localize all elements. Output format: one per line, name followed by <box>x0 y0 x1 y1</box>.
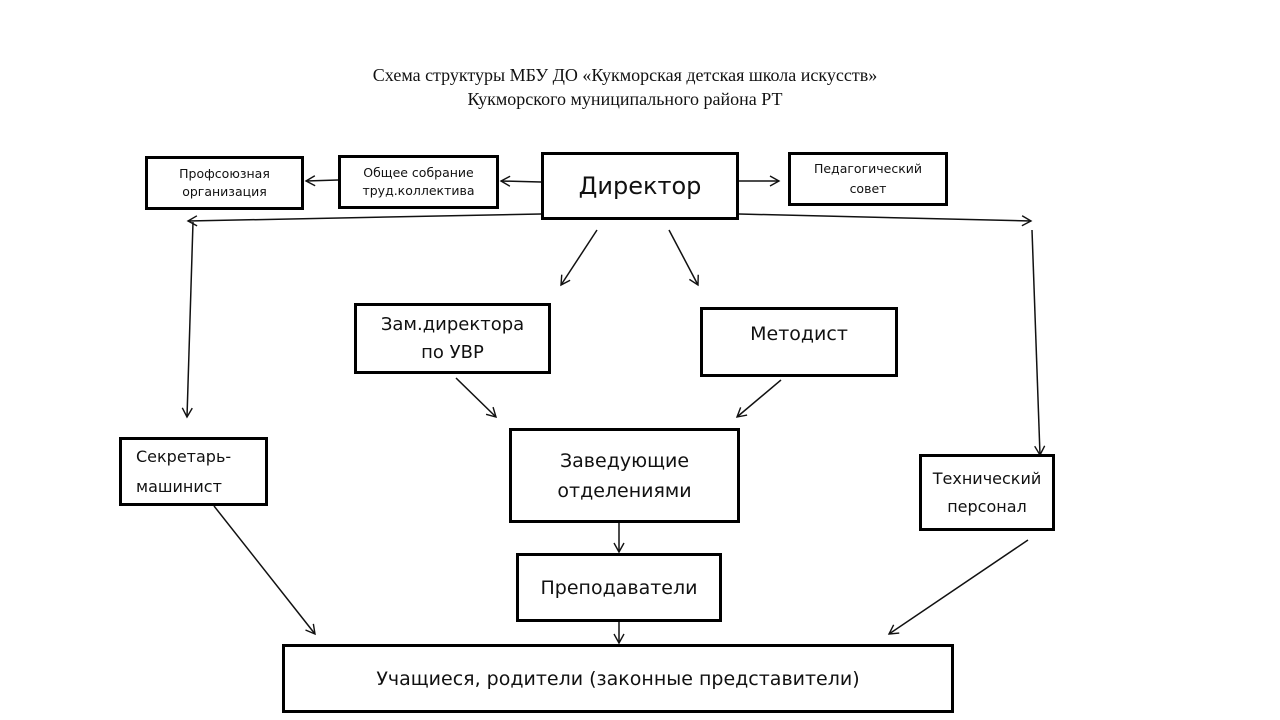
arrow-methodist-to-department-heads <box>735 379 782 418</box>
node-technical-staff-label: Технический персонал <box>932 468 1042 516</box>
arrow-director-to-deputy <box>560 229 598 287</box>
node-technical-staff: Технический персонал <box>919 454 1055 531</box>
diagram-title-line-1: Схема структуры МБУ ДО «Кукморская детск… <box>372 65 878 85</box>
node-students-parents: Учащиеся, родители (законные представите… <box>282 644 954 713</box>
arrow-director-to-methodist <box>668 229 699 287</box>
node-methodist-label: Методист <box>750 323 848 345</box>
node-pedagogical-council-label: Педагогический совет <box>813 161 923 196</box>
node-trade-union: Профсоюзная организация <box>145 156 304 210</box>
arrow-left-branch-to-secretary <box>181 221 194 419</box>
node-general-meeting-label: Общее собрание труд.коллектива <box>362 165 475 198</box>
node-teachers-label: Преподаватели <box>540 576 698 599</box>
node-teachers: Преподаватели <box>516 553 722 622</box>
arrow-deputy-to-department-heads <box>455 377 498 419</box>
node-department-heads: Заведующие отделениями <box>509 428 740 523</box>
diagram-title-line-2: Кукморского муниципального района РТ <box>467 89 783 109</box>
arrow-director-to-right-branch <box>738 213 1033 227</box>
arrow-director-to-general-meeting <box>499 175 542 187</box>
node-deputy-director-label: Зам.директора по УВР <box>380 313 525 363</box>
node-pedagogical-council: Педагогический совет <box>788 152 948 206</box>
arrow-general-meeting-to-trade-union <box>304 175 339 187</box>
node-general-meeting: Общее собрание труд.коллектива <box>338 155 499 209</box>
arrow-technical-staff-to-students <box>887 539 1029 635</box>
node-secretary: Секретарь-машинист <box>119 437 268 506</box>
node-director: Директор <box>541 152 739 220</box>
arrow-right-branch-to-technical-staff <box>1031 229 1046 457</box>
arrow-director-to-left-branch <box>186 213 542 227</box>
node-director-label: Директор <box>578 172 702 200</box>
arrow-secretary-to-students <box>213 505 316 636</box>
node-deputy-director: Зам.директора по УВР <box>354 303 551 374</box>
node-methodist: Методист <box>700 307 898 377</box>
node-students-parents-label: Учащиеся, родители (законные представите… <box>376 667 860 690</box>
node-department-heads-label: Заведующие отделениями <box>557 449 692 502</box>
node-secretary-label: Секретарь-машинист <box>136 446 232 496</box>
node-trade-union-label: Профсоюзная организация <box>179 166 270 199</box>
